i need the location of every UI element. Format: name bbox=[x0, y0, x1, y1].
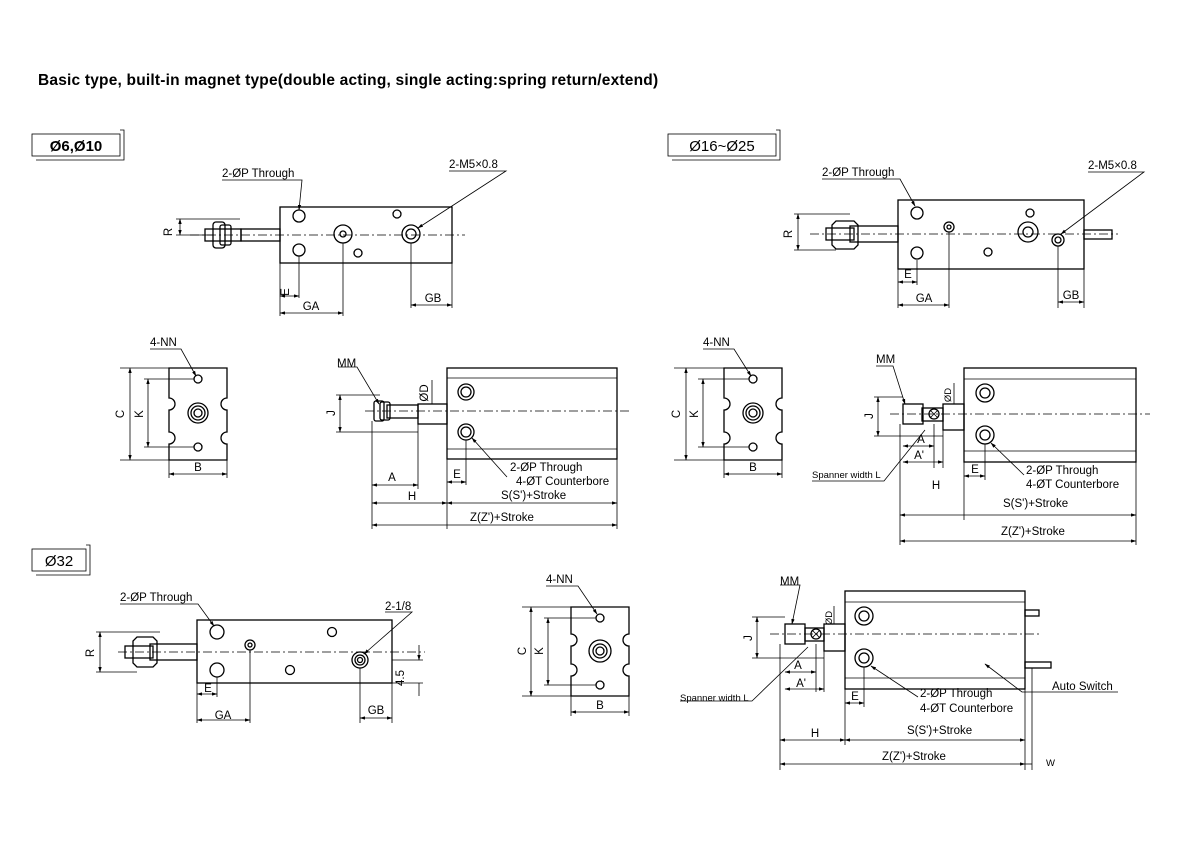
dim-e: E bbox=[851, 691, 859, 703]
callout-through: 2-ØP Through bbox=[120, 592, 192, 604]
dim-z: Z(Z')+Stroke bbox=[1001, 526, 1065, 538]
callout-m5: 2-M5×0.8 bbox=[1088, 160, 1137, 172]
dim-b: B bbox=[596, 700, 604, 712]
s1-side-view: J ØD MM A E H S(S')+Stroke Z(Z')+Stroke … bbox=[326, 358, 630, 529]
section-heading-text: Ø16~Ø25 bbox=[689, 138, 754, 155]
callout-through: 2-ØP Through bbox=[222, 168, 294, 180]
section-heading-text: Ø32 bbox=[45, 553, 73, 570]
dim-j: J bbox=[864, 413, 876, 419]
s2-side-view: J ØD MM A A' E H S(S')+Stroke Z(Z')+Stro… bbox=[812, 354, 1150, 545]
callout-through: 2-ØP Through bbox=[822, 167, 894, 179]
s2-end-view: C K B 4-NN bbox=[671, 337, 783, 478]
callout-m5: 2-M5×0.8 bbox=[449, 159, 498, 171]
callout-nn: 4-NN bbox=[546, 574, 573, 586]
dim-b: B bbox=[749, 462, 757, 474]
dim-e: E bbox=[971, 464, 979, 476]
dim-d: ØD bbox=[943, 388, 954, 402]
dim-ga: GA bbox=[303, 301, 320, 313]
dim-gb: GB bbox=[425, 293, 442, 305]
dim-r: R bbox=[783, 230, 795, 238]
s1-top-view: R E GA GB 2-ØP Through 2-M5×0.8 bbox=[163, 159, 508, 316]
s2-top-view: R E GA GB 2-ØP Through 2-M5×0.8 bbox=[783, 160, 1146, 308]
dim-k: K bbox=[689, 410, 701, 418]
callout-port: 2-1/8 bbox=[385, 601, 411, 613]
dim-c: C bbox=[517, 647, 529, 655]
dim-h: H bbox=[408, 491, 416, 503]
callout-spanner: Spanner width L bbox=[680, 693, 749, 704]
section-heading-32: Ø32 bbox=[31, 544, 91, 576]
callout-spanner: Spanner width L bbox=[812, 470, 881, 481]
dim-j: J bbox=[743, 635, 755, 641]
callout-counterbore: 4-ØT Counterbore bbox=[516, 476, 609, 488]
dim-a: A bbox=[794, 660, 802, 672]
callout-nn: 4-NN bbox=[703, 337, 730, 349]
section-heading-text: Ø6,Ø10 bbox=[50, 138, 103, 155]
dim-r: R bbox=[163, 228, 175, 236]
callout-counterbore: 4-ØT Counterbore bbox=[1026, 479, 1119, 491]
callout-auto-switch: Auto Switch bbox=[1052, 681, 1113, 693]
dim-c: C bbox=[115, 410, 127, 418]
s3-end-view: C K B 4-NN bbox=[517, 574, 630, 716]
dim-k: K bbox=[134, 410, 146, 418]
dim-e: E bbox=[280, 288, 292, 296]
dim-w: W bbox=[1046, 758, 1055, 769]
dim-a-prime: A' bbox=[914, 450, 924, 462]
s1-end-view: C K B 4-NN bbox=[115, 337, 228, 478]
dim-s: S(S')+Stroke bbox=[907, 725, 972, 737]
dim-z: Z(Z')+Stroke bbox=[882, 751, 946, 763]
section-heading-16-25: Ø16~Ø25 bbox=[667, 129, 781, 161]
dim-gb: GB bbox=[368, 705, 385, 717]
dim-j: J bbox=[326, 410, 338, 416]
dim-d: ØD bbox=[824, 611, 835, 625]
dim-a-prime: A' bbox=[796, 678, 806, 690]
section-heading-6-10: Ø6,Ø10 bbox=[31, 129, 125, 161]
dim-b: B bbox=[194, 462, 202, 474]
dim-h: H bbox=[932, 480, 940, 492]
dim-45: 4.5 bbox=[395, 670, 407, 686]
dim-e: E bbox=[453, 469, 461, 481]
dim-ga: GA bbox=[215, 710, 232, 722]
dim-c: C bbox=[671, 410, 683, 418]
callout-mm: MM bbox=[876, 354, 895, 366]
callout-through: 2-ØP Through bbox=[1026, 465, 1098, 477]
dim-e: E bbox=[204, 683, 212, 695]
dim-a: A bbox=[388, 472, 396, 484]
dim-ga: GA bbox=[916, 293, 933, 305]
callout-nn: 4-NN bbox=[150, 337, 177, 349]
dim-k: K bbox=[534, 647, 546, 655]
dim-z: Z(Z')+Stroke bbox=[470, 512, 534, 524]
dim-e: E bbox=[904, 269, 912, 281]
dim-h: H bbox=[811, 728, 819, 740]
s3-side-view: J ØD MM A A' E H S(S')+Stroke Z(Z')+Stro… bbox=[680, 576, 1118, 770]
dim-s: S(S')+Stroke bbox=[1003, 498, 1068, 510]
dim-s: S(S')+Stroke bbox=[501, 490, 566, 502]
dim-gb: GB bbox=[1063, 290, 1080, 302]
dim-r: R bbox=[85, 649, 97, 657]
callout-mm: MM bbox=[780, 576, 799, 588]
callout-through: 2-ØP Through bbox=[920, 688, 992, 700]
page-title: Basic type, built-in magnet type(double … bbox=[38, 72, 659, 89]
callout-counterbore: 4-ØT Counterbore bbox=[920, 703, 1013, 715]
dim-a: A bbox=[917, 434, 925, 446]
callout-mm: MM bbox=[337, 358, 356, 370]
dim-d: ØD bbox=[419, 384, 431, 401]
s3-top-view: R E GA GB 4.5 2-ØP Through 2-1/8 bbox=[85, 592, 425, 723]
callout-through: 2-ØP Through bbox=[510, 462, 582, 474]
